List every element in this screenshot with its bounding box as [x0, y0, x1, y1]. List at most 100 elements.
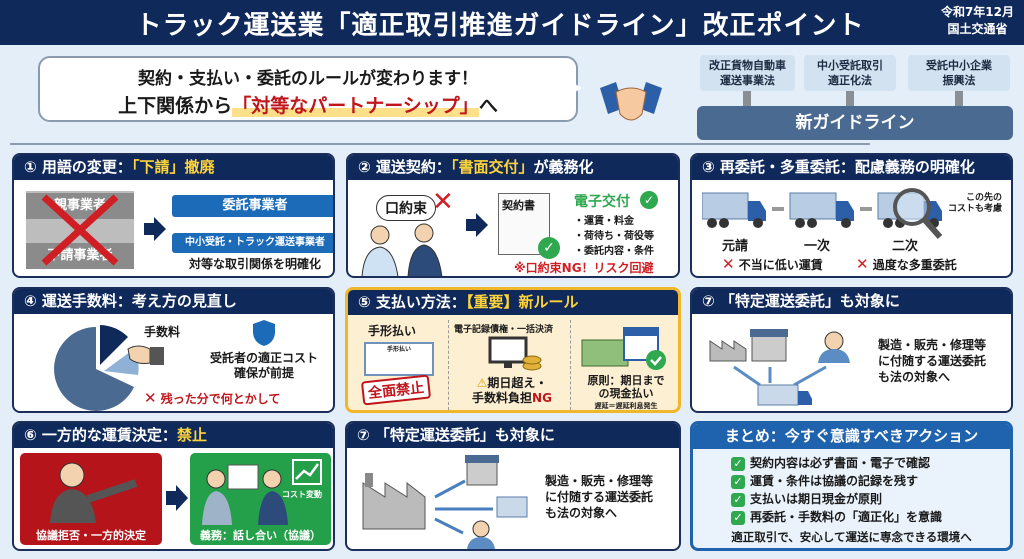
intro-highlight: 「対等なパートナーシップ」	[232, 95, 479, 117]
intro-line2: 上下関係から「対等なパートナーシップ」へ	[40, 91, 576, 118]
line: に付随する運送委託	[878, 354, 987, 368]
title-post: が義務化	[533, 158, 594, 176]
law-2b: 適正化法	[828, 74, 872, 87]
premise: 受託者の適正コスト確保が前提	[204, 351, 324, 381]
panel-header: ② 運送契約：「書面交付」が義務化	[348, 155, 678, 180]
item: ・運賃・料金	[574, 216, 634, 227]
law-box-3: 受託中小企業振興法	[908, 55, 1010, 91]
premise-1: 受託者の適正コスト	[209, 351, 318, 365]
checkbox-icon: ✓	[731, 474, 745, 489]
verbal-bubble: 口約束	[376, 195, 436, 221]
line: 製造・販売・修理等	[545, 474, 654, 488]
title: ⑤ 支払い方法：	[358, 293, 466, 311]
panel-header: ⑦ 「特定運送委託」も対象に	[692, 289, 1011, 314]
ng-mark: NG	[532, 391, 552, 405]
rule-b: の現金払い	[598, 387, 654, 400]
arrow-up-icon	[743, 91, 751, 107]
law-1b: 運送事業法	[720, 74, 775, 87]
e-delivery: 電子交付	[574, 194, 630, 210]
industries-to-truck-icon	[709, 329, 850, 406]
summary-footer: 適正取引で、安心して運送に専念できる環境へ	[731, 530, 972, 544]
ng-text: 残った分で何とかして	[160, 392, 281, 406]
computer-coins-icon	[488, 336, 542, 371]
ministry: 国土交通省	[947, 22, 1008, 36]
divider	[10, 143, 870, 145]
accent: 「下請」撤廃	[131, 158, 215, 176]
cash-rule: 原則：期日までの現金払い遅延＝遅延利息発生	[574, 374, 678, 410]
panel-header: ⑤ 支払い方法：【重要】新ルール	[348, 290, 678, 315]
intro-bubble: 契約・支払い・委託のルールが変わります！ 上下関係から「対等なパートナーシップ」…	[38, 56, 582, 122]
tier: 一次	[804, 239, 831, 254]
panel-header: まとめ：今すぐ意識すべきアクション	[693, 424, 1010, 449]
premise-2: 確保が前提	[233, 366, 294, 380]
action-text: 契約内容は必ず書面・電子で確認	[750, 456, 931, 470]
check-icon: ✓	[640, 191, 658, 209]
checkbox-icon: ✓	[731, 492, 745, 507]
cross-icon: ✕	[856, 255, 869, 273]
intro-pre: 上下関係から	[118, 95, 233, 117]
negotiation-icon	[202, 464, 288, 525]
panel-header: ⑦ 「特定運送委託」も対象に	[347, 423, 679, 448]
action-item: ✓ 支払いは期日現金が原則	[731, 490, 942, 508]
accent: 「書面交付」	[450, 158, 534, 176]
panel-terminology: ① 用語の変更：「下請」撤廃 親事業者 下請事業者 委託事業者 中小受託・トラッ…	[12, 153, 335, 278]
title: ② 運送契約：	[358, 158, 451, 176]
accent: 禁止	[176, 426, 207, 444]
bill-doc-label: 手形払い	[386, 346, 411, 353]
e-record-label: 電子記録債権・一括決済	[454, 325, 554, 335]
intro-post: へ	[478, 95, 498, 117]
ng-1: ✕ 不当に低い運賃	[722, 255, 823, 273]
hand-icon	[127, 345, 164, 365]
doc-label: 契約書	[502, 199, 535, 212]
cross-icon: ✕	[432, 187, 454, 217]
checkbox-icon: ✓	[731, 510, 745, 525]
e-record-ng: ⚠期日超え・手数料負担NG	[460, 376, 564, 406]
ng-text: 不当に低い運賃	[738, 258, 823, 272]
divider	[570, 320, 571, 410]
panel-header: ① 用語の変更：「下請」撤廃	[14, 155, 333, 180]
bad-label: 協議拒否・一方的決定	[36, 529, 146, 542]
panel-specific-transport-2: ⑦ 「特定運送委託」も対象に 製造・販売・修理等に付随する運送委託も法の対象へ	[345, 421, 681, 551]
warning-icon: ⚠	[476, 376, 488, 390]
arrow-up-icon	[846, 91, 854, 107]
action-item: ✓契約内容は必ず書面・電子で確認	[731, 454, 942, 472]
tier: 二次	[892, 239, 919, 254]
chart-up-icon	[292, 459, 322, 485]
panel-subcontract: ③ 再委託・多重委託：配慮義務の明確化 この先のコストも考慮 元請 一次 二次 …	[690, 153, 1013, 278]
line: も法の対象へ	[878, 370, 951, 384]
item: ・荷待ち・荷役等	[574, 231, 654, 242]
bill-label: 手形払い	[368, 324, 417, 338]
fee-label: 手数料	[144, 325, 181, 339]
action-text: 運賃・条件は協議の記録を残す	[750, 474, 919, 488]
shield-icon	[253, 320, 275, 346]
magnifier-icon	[893, 188, 943, 239]
people-icon	[361, 223, 443, 276]
cash-calendar-icon	[581, 327, 666, 370]
action-list: ✓契約内容は必ず書面・電子で確認 ✓運賃・条件は協議の記録を残す ✓支払いは期日…	[731, 454, 942, 526]
cross-icon: ✕	[722, 255, 735, 273]
good-label: 義務：話し合い（協議）	[200, 529, 321, 542]
action-text: 支払いは期日現金が原則	[750, 492, 883, 506]
panel-unilateral: ⑥ 一方的な運賃決定：禁止 協議拒否・一方的決定 コスト変動 義務：話し合い（協…	[12, 421, 335, 551]
panel-header: ③ 再委託・多重委託：配慮義務の明確化	[692, 155, 1011, 180]
action-item: ✓再委託・手数料の「適正化」を意識	[731, 508, 942, 526]
header-bar	[0, 0, 1024, 45]
ng-b: 手数料負担	[472, 391, 533, 405]
arrow-right-icon	[166, 485, 188, 511]
factory-distribution-icon	[362, 455, 528, 549]
arrow-up-icon	[955, 91, 963, 107]
warning: ※口約束NG！リスク回避	[514, 261, 654, 275]
note-1: この先の	[966, 193, 1003, 203]
angry-boss-icon	[50, 462, 138, 523]
law-1a: 改正貨物自動車	[709, 59, 786, 72]
ng-a: 期日超え・	[487, 376, 548, 390]
ng-text: 過度な多重委託	[872, 258, 957, 272]
panel-header: ④ 運送手数料：考え方の見直し	[14, 289, 333, 314]
action-item: ✓ 運賃・条件は協議の記録を残す	[731, 472, 942, 490]
check-icon: ✓	[538, 237, 560, 259]
line: に付随する運送委託	[545, 490, 654, 504]
cross-icon: ✕	[144, 389, 157, 407]
rule-a: 原則：期日まで	[587, 374, 665, 387]
law-2a: 中小受託取引	[817, 59, 883, 72]
law-box-1: 改正貨物自動車運送事業法	[700, 55, 795, 91]
